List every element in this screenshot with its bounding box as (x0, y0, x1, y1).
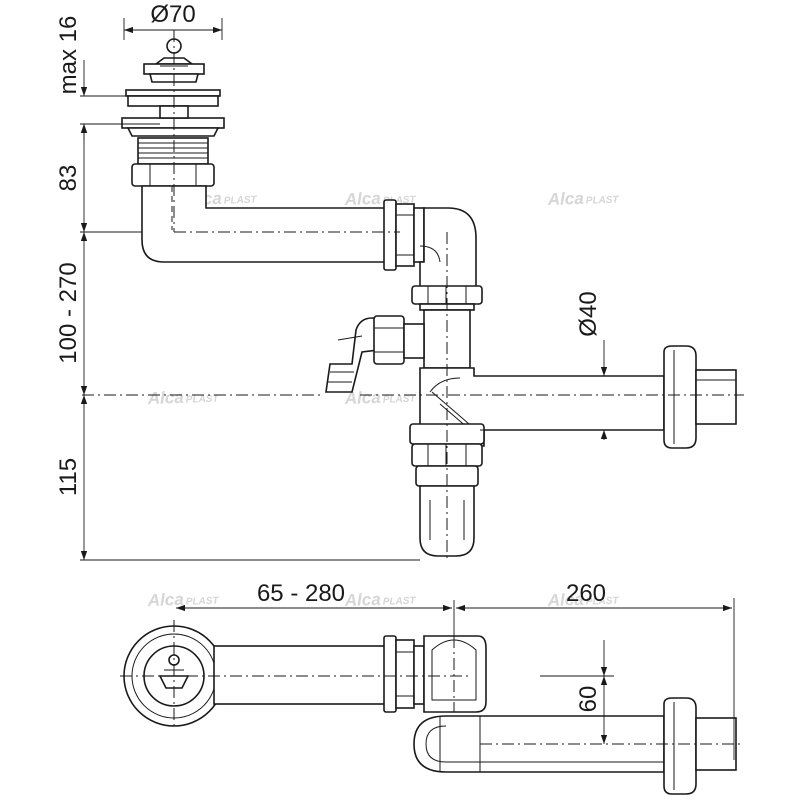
dim-range-100-270: 100 - 270 (55, 262, 82, 363)
dim-diameter-top: Ø70 (150, 1, 195, 28)
front-view: Ø70 max 16 83 100 - 270 115 Ø40 (55, 1, 744, 561)
dimension-lines-plan (176, 604, 732, 744)
union-nut (383, 199, 425, 271)
horizontal-pipe-plan (213, 645, 391, 705)
dim-offset-60: 60 (575, 686, 602, 713)
outlet-pipe-plan (413, 715, 665, 773)
top-view: 65 - 280 260 60 (120, 580, 744, 795)
dim-max-height: max 16 (55, 16, 82, 95)
horizontal-pipe (141, 185, 391, 263)
hose-connector (325, 315, 425, 393)
center-lines (82, 30, 744, 560)
dimension-lines (80, 26, 608, 560)
threaded-body (131, 137, 215, 187)
top-fitting-plan (423, 635, 487, 713)
wall-flange (663, 345, 737, 449)
dim-diameter-outlet: Ø40 (575, 291, 602, 336)
dim-range-65-280: 65 - 280 (257, 580, 345, 607)
union-nut-plan (383, 635, 425, 713)
wall-flange-plan (663, 697, 737, 795)
dim-height-115: 115 (55, 458, 82, 496)
dim-length-260: 260 (566, 580, 606, 607)
sink-flange (121, 89, 225, 137)
upper-elbow (419, 207, 477, 291)
extension-lines (80, 18, 612, 561)
dim-height-83: 83 (55, 165, 82, 192)
